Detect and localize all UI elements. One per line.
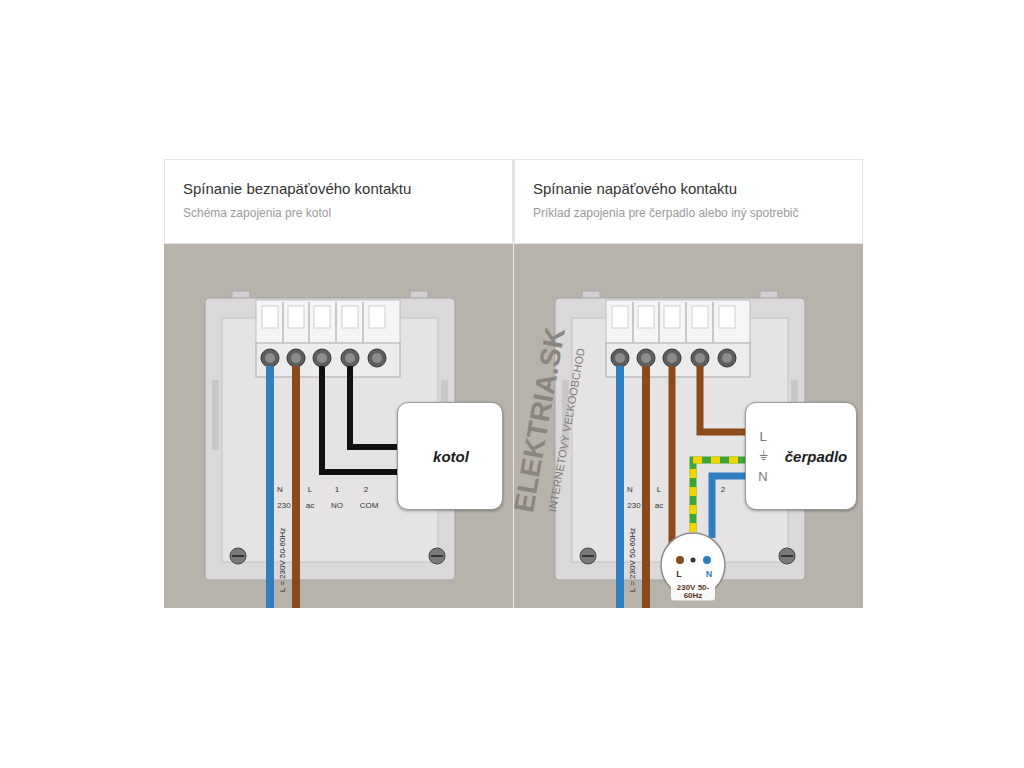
terminal-label: L: [308, 486, 312, 494]
socket-pin: [703, 556, 711, 564]
terminal-label: N: [277, 486, 283, 494]
device-name: čerpadlo: [785, 448, 848, 465]
socket-voltage: 230V 50-60Hz: [671, 584, 715, 601]
header-band: Spínanie napäťového kontaktuPríklad zapo…: [514, 159, 863, 244]
terminal-label: N: [627, 486, 633, 494]
panel-subtitle: Schéma zapojenia pre kotol: [183, 207, 331, 221]
wire-marking: L = 230V 50-60Hz: [629, 528, 637, 592]
device-name: kotol: [433, 448, 469, 465]
terminal-label: 1: [335, 486, 339, 494]
panel-subtitle: Príklad zapojenia pre čerpadlo alebo iný…: [533, 207, 799, 221]
wire-marking: L = 230V 50-60Hz: [279, 528, 287, 592]
terminal-label: NO: [331, 502, 343, 510]
ground-symbol: ⏚: [759, 449, 768, 464]
socket-pin: [676, 556, 684, 564]
terminal-label: COM: [360, 502, 379, 510]
neutral-wire: [712, 476, 745, 538]
terminal-label: 2: [721, 486, 725, 494]
switched-live-wire: [700, 366, 745, 432]
live-wire: [642, 366, 650, 608]
photo-ground: [164, 244, 513, 608]
terminal-label: 2: [364, 486, 368, 494]
socket-pin: [691, 558, 696, 563]
terminal-label: ac: [306, 502, 314, 510]
photo-ground: [514, 244, 863, 608]
ground-wire: [693, 460, 745, 532]
terminal-label: ac: [655, 502, 663, 510]
terminal-label: L: [657, 486, 661, 494]
ground-wire-stroke: [693, 460, 745, 532]
panel-title: Spínanie beznapäťového kontaktu: [183, 180, 411, 197]
socket-pin-label: N: [706, 569, 713, 579]
live-wire: [292, 366, 300, 608]
terminal-label: 230: [627, 502, 640, 510]
terminal-letter: L: [759, 430, 766, 445]
device-box: kotol: [397, 402, 503, 510]
live-wire: [669, 366, 676, 548]
boiler-wire: [350, 366, 397, 447]
terminal-label: 230: [277, 502, 290, 510]
neutral-wire: [266, 366, 274, 608]
connector-group: [693, 460, 745, 538]
terminal-letter: N: [758, 470, 767, 485]
ground-wire-stroke: [693, 460, 745, 532]
boiler-wire: [322, 366, 397, 472]
socket-outlet: L N 230V 50-60Hz: [660, 532, 726, 598]
header-band: Spínanie beznapäťového kontaktuSchéma za…: [164, 159, 513, 244]
neutral-wire-stroke: [712, 476, 745, 538]
panel-title: Spínanie napäťového kontaktu: [533, 180, 737, 197]
neutral-wire: [616, 366, 624, 608]
device-box: L ⏚ Nčerpadlo: [745, 402, 857, 510]
socket-pin-label: L: [676, 569, 682, 579]
